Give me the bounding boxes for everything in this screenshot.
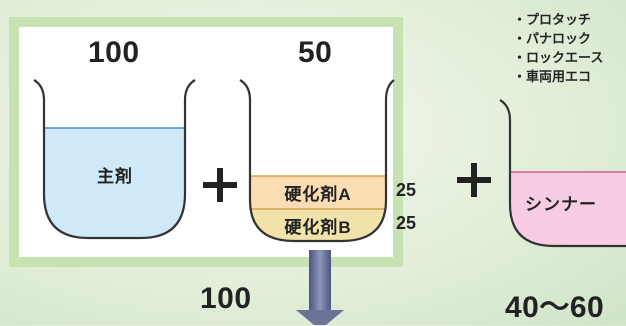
main-agent-liquid <box>44 128 185 238</box>
hardener-b-label: 硬化剤B <box>284 218 352 237</box>
list-item: ・プロタッチ <box>513 12 592 27</box>
thinner-beaker <box>499 99 626 248</box>
list-item: ・パナロック <box>513 31 592 46</box>
hardener-beaker <box>239 79 395 243</box>
hardener-a-ratio: 25 <box>396 180 417 200</box>
list-item: ・車両用エコ <box>513 69 592 84</box>
mixed-total: 100 <box>200 282 252 315</box>
hardener-b-ratio: 25 <box>396 213 417 233</box>
main-agent-amount: 100 <box>88 36 140 69</box>
main-agent-label: 主剤 <box>97 167 133 186</box>
hardener-b-layer <box>250 203 386 241</box>
plus-icon <box>203 168 237 202</box>
main-agent-beaker <box>33 79 196 240</box>
hardener-amount: 50 <box>298 36 333 69</box>
down-arrow-icon <box>296 250 344 325</box>
thinner-product-list: ・プロタッチ ・パナロック ・ロックエース ・車両用エコ <box>513 10 603 86</box>
thinner-label: シンナー <box>525 195 597 214</box>
list-item: ・ロックエース <box>513 50 604 65</box>
plus-icon <box>457 163 491 197</box>
thinner-liquid <box>510 172 626 246</box>
hardener-a-label: 硬化剤A <box>284 185 352 204</box>
hardener-a-layer <box>250 176 386 209</box>
thinner-amount: 40〜60 <box>505 291 605 324</box>
